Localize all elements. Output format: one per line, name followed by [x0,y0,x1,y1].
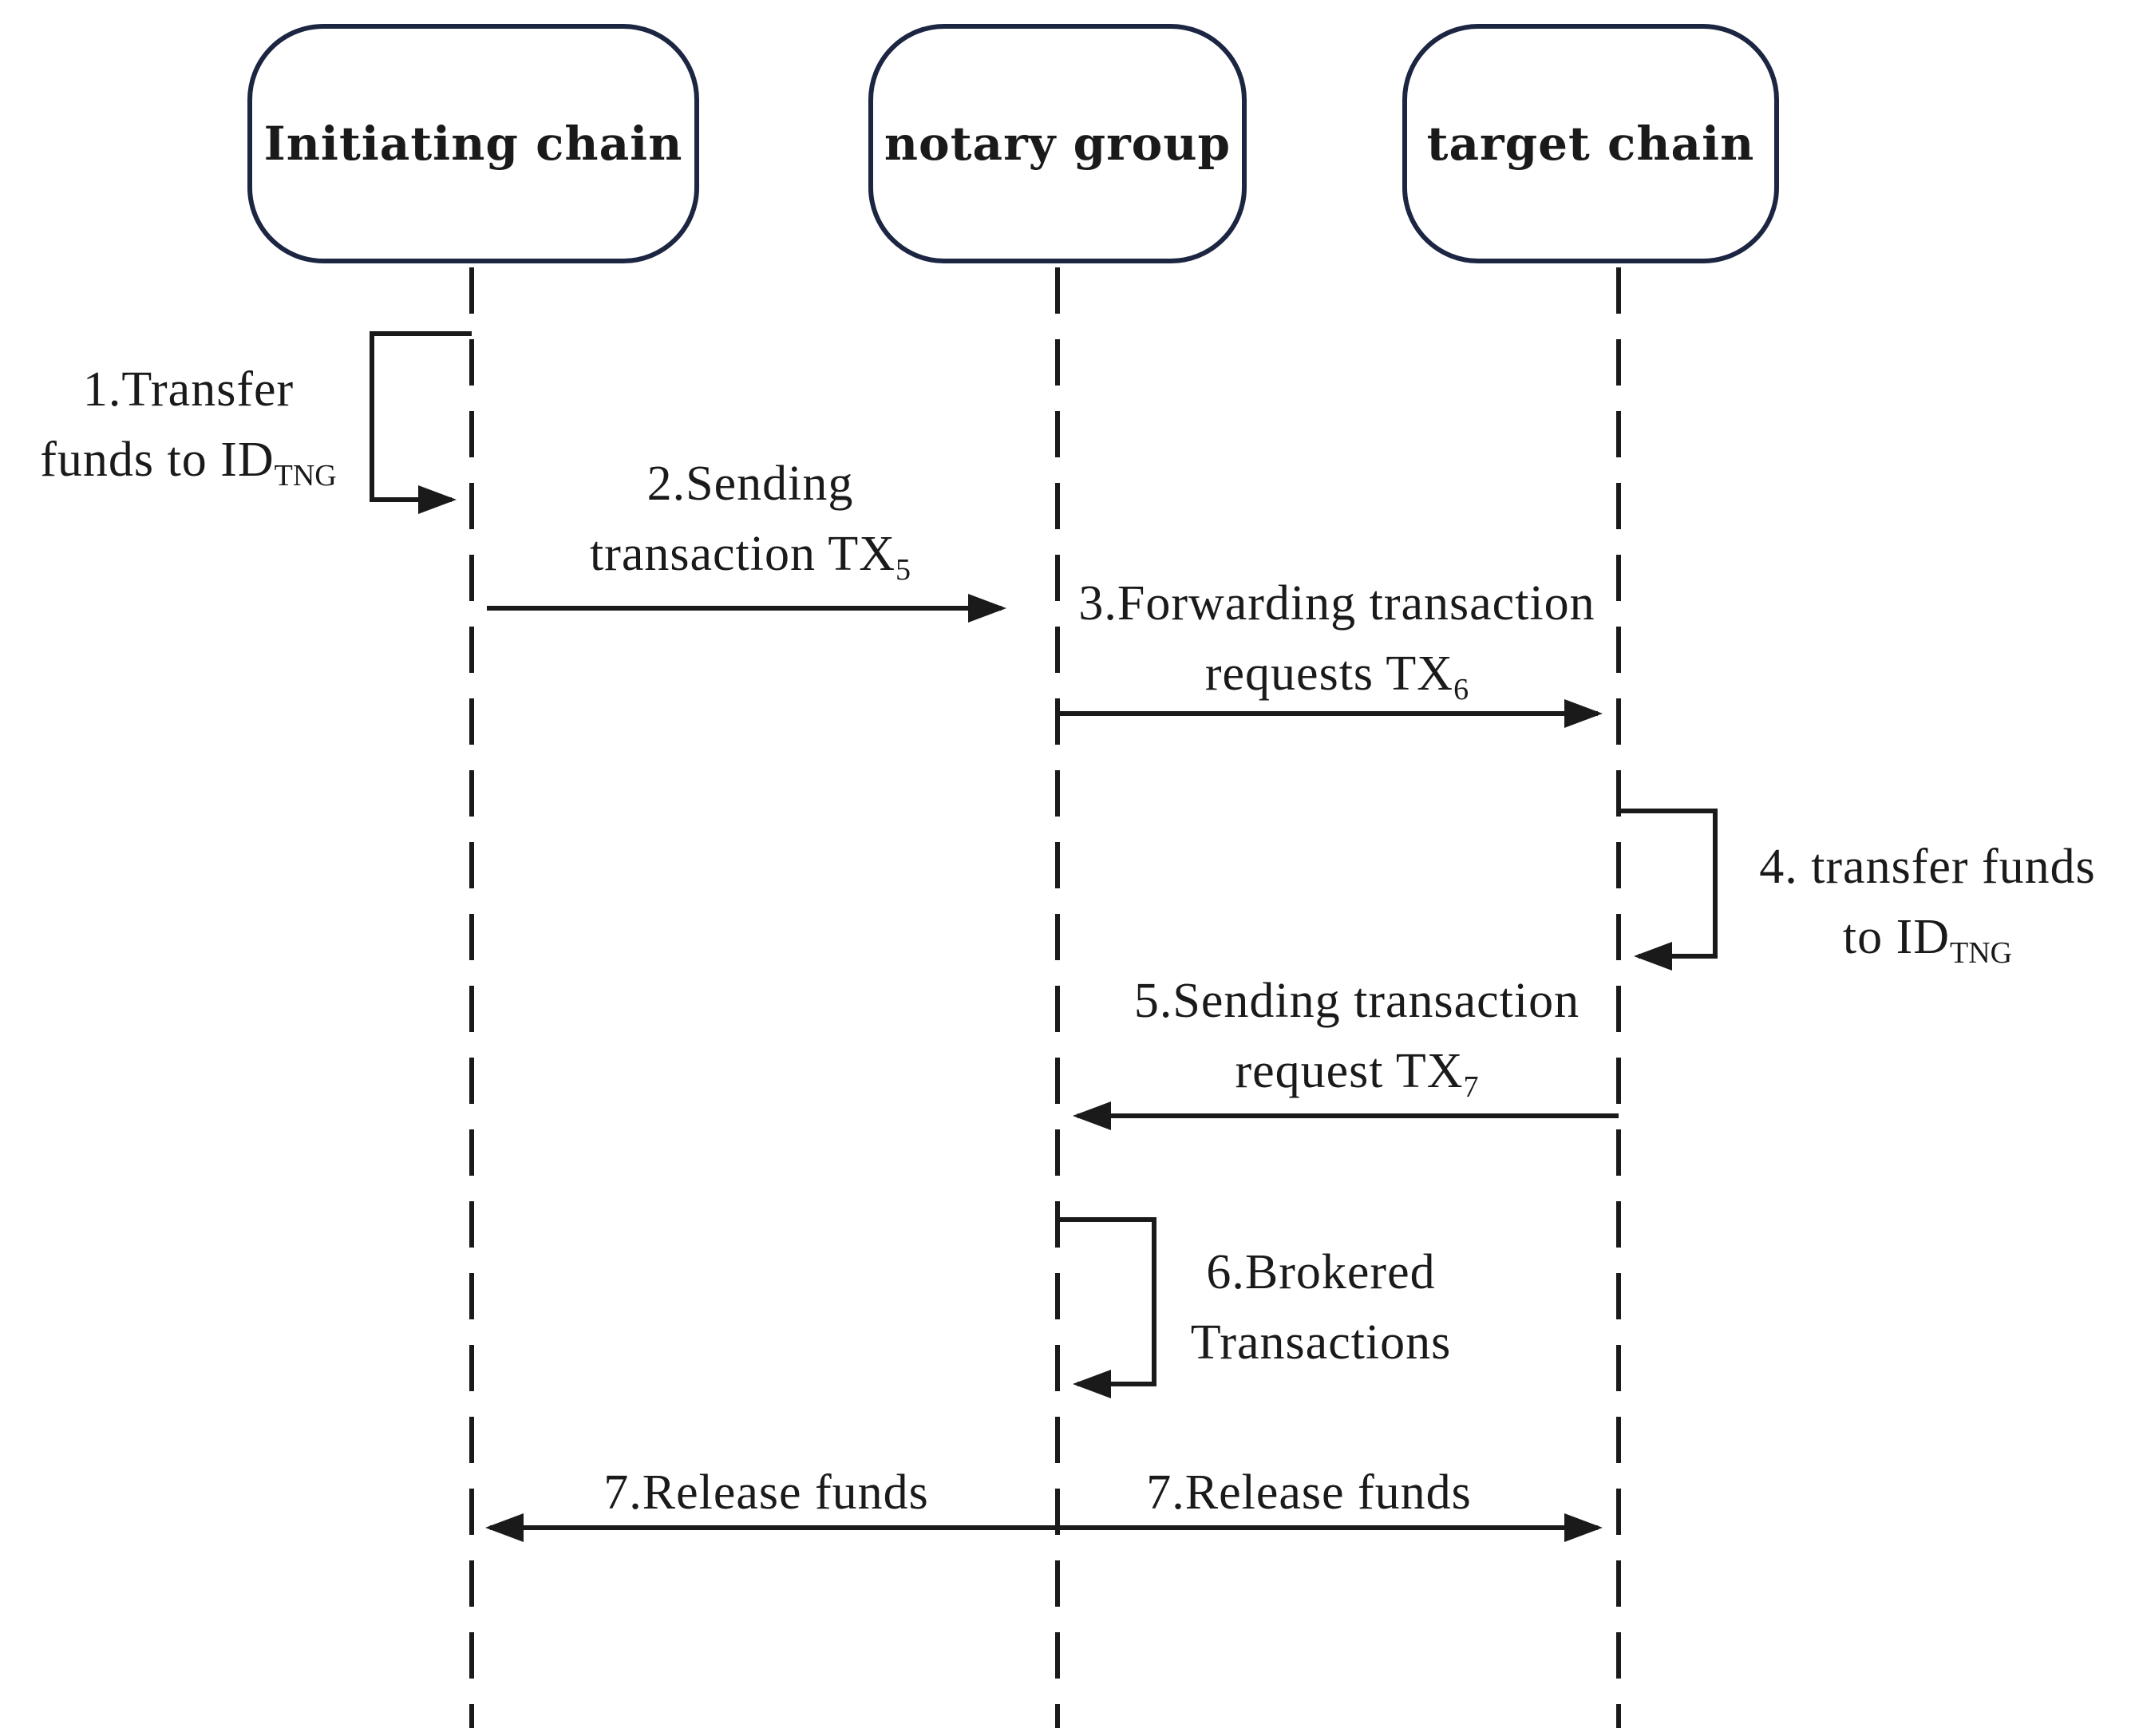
message-5-subscript: 7 [1463,1070,1479,1104]
actor-notary-group: notary group [868,24,1247,263]
message-5-line2: request TX7 [1235,1044,1479,1104]
message-3-line2: requests TX6 [1204,647,1469,706]
actor-target-chain: target chain [1402,24,1779,263]
message-3-label: 3.Forwarding transaction requests TX6 [1046,568,1628,709]
message-4-label: 4. transfer funds to IDTNG [1732,832,2123,972]
message-4-subscript: TNG [1950,936,2013,970]
message-1-line2: funds to IDTNG [40,433,337,492]
message-2-line1: 2.Sending [646,457,854,511]
message-2-line2: transaction TX5 [589,527,911,587]
message-4-line2: to IDTNG [1842,910,2013,970]
message-5-line1: 5.Sending transaction [1133,974,1580,1028]
message-7-left-line1: 7.Release funds [603,1465,929,1520]
message-3-line1: 3.Forwarding transaction [1078,576,1595,631]
message-3-subscript: 6 [1453,673,1469,706]
actor-label: notary group [884,117,1232,171]
message-7-right-label: 7.Release funds [1085,1457,1532,1528]
message-7-right-line1: 7.Release funds [1146,1465,1472,1520]
message-2-subscript: 5 [895,553,911,587]
message-1-label: 1.Transfer funds to IDTNG [8,354,369,495]
message-1-line1: 1.Transfer [82,362,295,417]
message-6-label: 6.Brokered Transactions [1165,1237,1477,1378]
actor-initiating-chain: Initiating chain [247,24,699,263]
arrow-6-self [1058,1217,1156,1398]
message-1-subscript: TNG [274,459,337,492]
message-4-line1: 4. transfer funds [1759,840,2096,894]
arrow-4-self [1619,809,1718,971]
arrow-1-self [370,331,472,514]
actor-label: Initiating chain [263,117,683,171]
message-2-label: 2.Sending transaction TX5 [543,449,958,589]
message-6-line2: Transactions [1190,1315,1452,1370]
message-7-left-label: 7.Release funds [543,1457,990,1528]
message-5-label: 5.Sending transaction request TX7 [1085,966,1628,1106]
message-6-line1: 6.Brokered [1206,1245,1436,1299]
actor-label: target chain [1426,117,1755,171]
